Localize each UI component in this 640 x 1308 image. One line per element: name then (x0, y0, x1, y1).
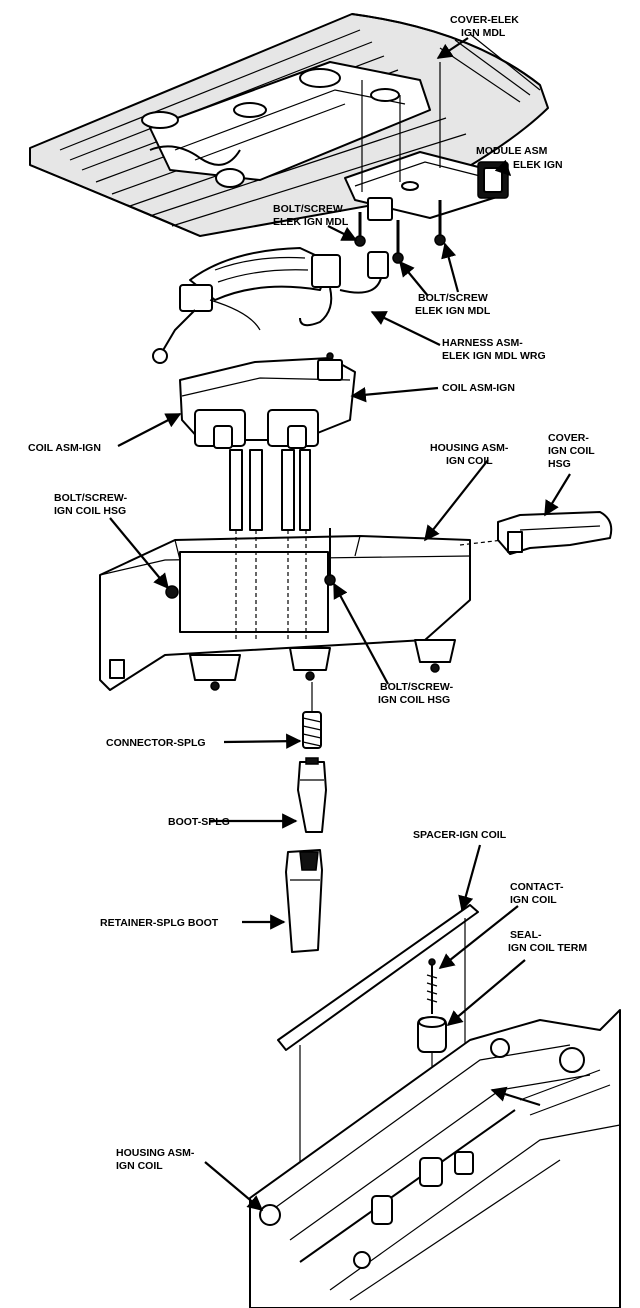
housing-asm-ign-coil-bottom-part (249, 1009, 621, 1308)
label-housing-top-1: HOUSING ASM- (430, 442, 509, 454)
harness-asm-part (152, 247, 389, 364)
label-bolt-mdl-a-2: ELEK IGN MDL (273, 216, 349, 228)
coil-asm-ign-part (179, 352, 356, 531)
label-contact-1: CONTACT- (510, 881, 564, 893)
label-retainer: RETAINER-SPLG BOOT (100, 917, 219, 929)
callout-labels: COVER-ELEK IGN MDL MODULE ASM ELEK IGN B… (28, 14, 595, 1172)
leader-lines (109, 37, 571, 1211)
label-cover-coil-2: IGN COIL (548, 445, 595, 457)
label-contact-2: IGN COIL (510, 894, 557, 906)
label-coil-asm-left: COIL ASM-IGN (28, 442, 101, 454)
label-bolt-hsg-a-2: IGN COIL HSG (54, 505, 126, 517)
label-seal-2: IGN COIL TERM (508, 942, 587, 954)
housing-asm-ign-coil-top-part (99, 528, 521, 691)
label-cover-coil-3: HSG (548, 458, 571, 470)
contact-ign-coil-part (426, 958, 438, 1014)
label-housing-bottom-2: IGN COIL (116, 1160, 163, 1172)
retainer-splg-boot-part (285, 849, 323, 953)
label-connector-splg: CONNECTOR-SPLG (106, 737, 206, 749)
label-bolt-mdl-a-1: BOLT/SCREW (273, 203, 343, 215)
label-cover-elek-1: COVER-ELEK (450, 14, 519, 26)
label-seal-1: SEAL- (510, 929, 542, 941)
label-module-asm-1: MODULE ASM (476, 145, 548, 157)
label-bolt-hsg-b-2: IGN COIL HSG (378, 694, 450, 706)
cover-ign-coil-hsg-part (497, 511, 613, 555)
label-housing-top-2: IGN COIL (446, 455, 493, 467)
label-bolt-hsg-b-1: BOLT/SCREW- (380, 681, 454, 693)
label-boot-splg: BOOT-SPLG (168, 816, 230, 828)
label-bolt-mdl-b-2: ELEK IGN MDL (415, 305, 491, 317)
module-asm-elek-ign-part (344, 62, 509, 221)
label-cover-coil-1: COVER- (548, 432, 589, 444)
module-bolts (354, 200, 446, 264)
label-spacer-coil: SPACER-IGN COIL (413, 829, 507, 841)
label-module-asm-2: ELEK IGN (513, 159, 563, 171)
label-housing-bottom-1: HOUSING ASM- (116, 1147, 195, 1159)
label-bolt-hsg-a-1: BOLT/SCREW- (54, 492, 128, 504)
label-coil-asm-right: COIL ASM-IGN (442, 382, 515, 394)
label-harness-1: HARNESS ASM- (442, 337, 523, 349)
label-bolt-mdl-b-1: BOLT/SCREW (418, 292, 488, 304)
spacer-ign-coil-part (277, 904, 479, 1212)
label-harness-2: ELEK IGN MDL WRG (442, 350, 546, 362)
connector-splg-part (302, 682, 322, 749)
boot-splg-part (297, 757, 327, 833)
label-cover-elek-2: IGN MDL (461, 27, 506, 39)
